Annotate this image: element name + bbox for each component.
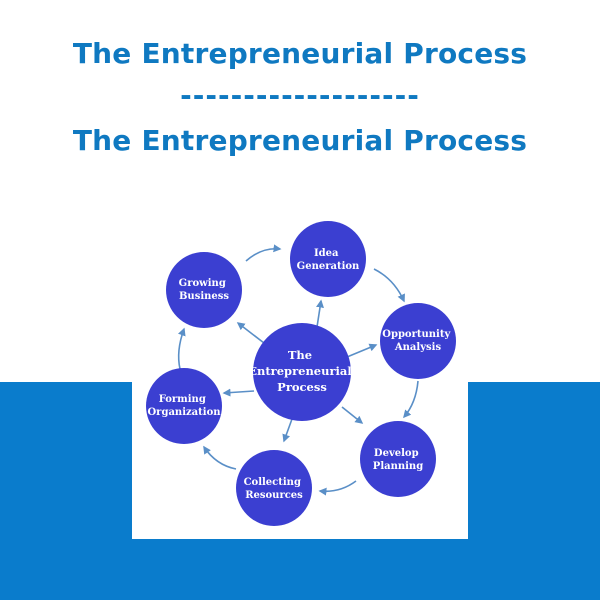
node-forming-organization: Forming Organization xyxy=(146,368,222,444)
entrepreneurial-process-diagram: Idea Generation Opportunity Analysis Dev… xyxy=(146,221,456,526)
svg-text:The Entrepreneurial: The Entrepreneurial Process xyxy=(248,348,356,394)
node-develop-planning-line-1: Develop xyxy=(374,448,419,459)
center-line-3: Process xyxy=(277,380,327,394)
node-growing-business-line-2: Business xyxy=(179,291,229,302)
node-idea-generation-line-2: Generation xyxy=(297,261,360,272)
node-opportunity-analysis-line-2: Analysis xyxy=(394,342,442,353)
node-collecting-resources-line-1: Collecting xyxy=(244,477,301,488)
center-arrows xyxy=(222,299,378,443)
arrow-center-to-collecting xyxy=(282,418,293,443)
page-subtitle: The Entrepreneurial Process xyxy=(72,124,528,157)
node-develop-planning-line-2: Planning xyxy=(373,461,423,472)
arrow-growing-to-idea xyxy=(245,244,282,262)
arrow-center-to-develop xyxy=(341,406,364,424)
arrow-center-to-forming xyxy=(222,388,255,397)
svg-text:Forming Organization: Forming Organization xyxy=(147,394,221,418)
cycle-arrows xyxy=(177,244,419,496)
arrow-center-to-idea xyxy=(316,299,324,328)
node-opportunity-analysis-line-1: Opportunity xyxy=(382,329,451,340)
node-center: The Entrepreneurial Process xyxy=(248,323,356,421)
node-idea-generation-line-1: Idea xyxy=(314,248,339,259)
arrow-forming-to-growing xyxy=(177,327,186,370)
arrow-center-to-growing xyxy=(236,322,265,344)
center-line-1: The xyxy=(288,348,312,362)
arrow-opportunity-to-develop xyxy=(403,380,419,419)
node-growing-business-line-1: Growing xyxy=(179,278,226,289)
node-forming-organization-line-1: Forming xyxy=(159,394,206,405)
arrow-idea-to-opportunity xyxy=(373,268,405,303)
svg-text:Develop Planning: Develop Planning xyxy=(373,448,423,472)
node-develop-planning: Develop Planning xyxy=(360,421,436,497)
node-collecting-resources: Collecting Resources xyxy=(236,450,312,526)
node-idea-generation: Idea Generation xyxy=(290,221,366,297)
svg-text:Opportunity Analysis: Opportunity Analysis xyxy=(382,329,454,353)
title-separator: ------------------- xyxy=(180,79,420,112)
node-forming-organization-line-2: Organization xyxy=(147,407,221,418)
arrow-develop-to-collecting xyxy=(318,480,357,496)
svg-text:Collecting Resources: Collecting Resources xyxy=(244,477,305,501)
arrow-collecting-to-forming xyxy=(203,445,237,470)
svg-text:Idea Generation: Idea Generation xyxy=(297,248,360,272)
node-growing-business: Growing Business xyxy=(166,252,242,328)
svg-text:Growing Business: Growing Business xyxy=(179,278,230,302)
arrow-center-to-opportunity xyxy=(346,343,378,358)
node-collecting-resources-line-2: Resources xyxy=(245,490,303,501)
node-opportunity-analysis: Opportunity Analysis xyxy=(380,303,456,379)
page-title: The Entrepreneurial Process xyxy=(72,37,528,70)
center-line-2: Entrepreneurial xyxy=(248,364,352,378)
